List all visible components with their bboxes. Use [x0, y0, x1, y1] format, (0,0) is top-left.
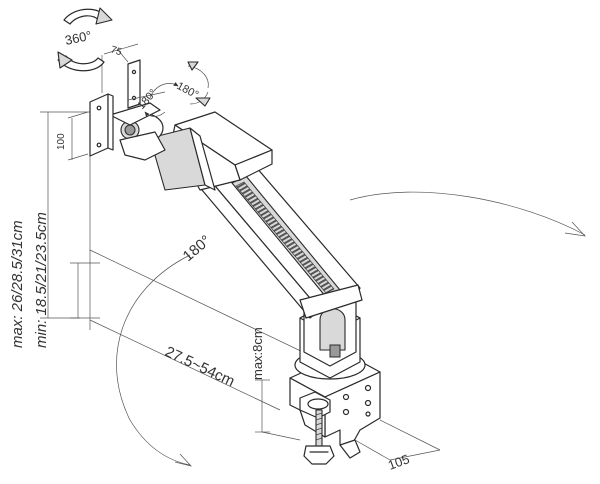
height-min-label: min: 18.5/21/23.5cm [33, 212, 50, 348]
base-depth-label: 105 [386, 451, 412, 473]
arm-180-label: 180° [180, 232, 215, 265]
tilt-arrows [144, 61, 211, 117]
tilt-joint [109, 102, 166, 161]
upper-link [149, 111, 273, 191]
reach-guides [40, 111, 331, 411]
height-max-label: max: 26/28.5/31cm [9, 220, 26, 348]
main-arm [201, 159, 363, 319]
rotation-360-arrows [57, 7, 113, 72]
reach-label: 27.5~54cm [162, 343, 237, 390]
vesa-75-label: 75 [109, 44, 123, 58]
vesa-100-label: 100 [56, 133, 67, 150]
vesa-plate [89, 59, 141, 157]
clamp-thickness-label: max:8cm [250, 327, 265, 380]
base-depth-dimension [255, 379, 441, 461]
rotation-360-label: 360° [64, 28, 93, 48]
